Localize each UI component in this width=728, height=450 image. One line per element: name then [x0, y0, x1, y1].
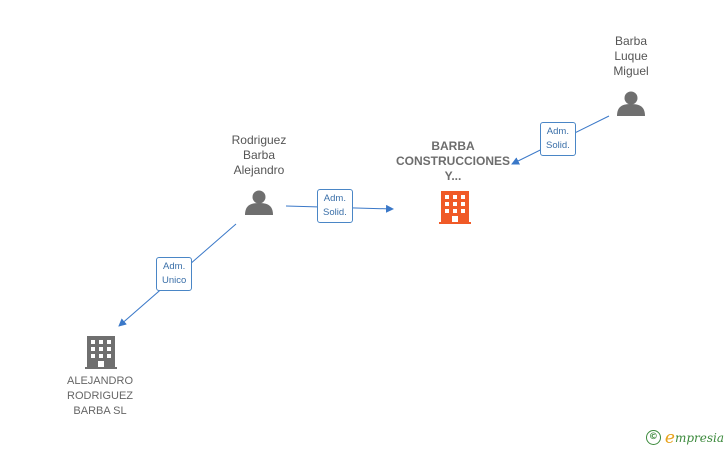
name-line: Rodriguez	[231, 133, 287, 147]
person-label-rodriguez-barba-alejandro[interactable]: Rodriguez Barba Alejandro	[216, 133, 302, 178]
edge-label-line: Adm.	[323, 193, 346, 204]
edge-label-adm-solid[interactable]: Adm. Solid.	[317, 189, 353, 223]
edge-label-line: Unico	[162, 275, 187, 286]
name-line: CONSTRUCCIONES	[395, 154, 510, 168]
brand-name: mpresia	[674, 430, 724, 445]
name-line: ALEJANDRO	[66, 375, 134, 387]
person-label-barba-luque-miguel[interactable]: Barba Luque Miguel	[596, 34, 666, 79]
name-line: Barba	[242, 148, 276, 162]
name-line: Luque	[614, 49, 648, 63]
copyright-icon: ©	[645, 430, 661, 445]
person-icon[interactable]	[617, 91, 645, 117]
edge-label-line: Adm.	[163, 261, 186, 272]
name-line: Y...	[444, 169, 462, 183]
name-line: BARBA SL	[73, 405, 127, 417]
edge-label-adm-solid[interactable]: Adm. Solid.	[540, 122, 576, 156]
edge-label-adm-unico[interactable]: Adm. Unico	[156, 257, 193, 291]
building-icon[interactable]	[85, 336, 117, 369]
building-icon[interactable]	[439, 191, 471, 224]
name-line: Alejandro	[233, 163, 285, 177]
brand-initial: e	[664, 427, 675, 448]
edge-label-line: Solid.	[546, 140, 570, 151]
company-label-alejandro-rodriguez-barba-sl[interactable]: ALEJANDRO RODRIGUEZ BARBA SL	[50, 374, 150, 419]
name-line: RODRIGUEZ	[67, 390, 133, 402]
name-line: Miguel	[613, 64, 649, 78]
person-icon[interactable]	[245, 190, 273, 216]
company-label-barba-construcciones[interactable]: BARBA CONSTRUCCIONES Y...	[388, 139, 518, 184]
edge-label-line: Solid.	[323, 207, 347, 218]
name-line: Barba	[614, 34, 648, 48]
name-line: BARBA	[431, 139, 475, 153]
edge-label-line: Adm.	[546, 126, 569, 137]
